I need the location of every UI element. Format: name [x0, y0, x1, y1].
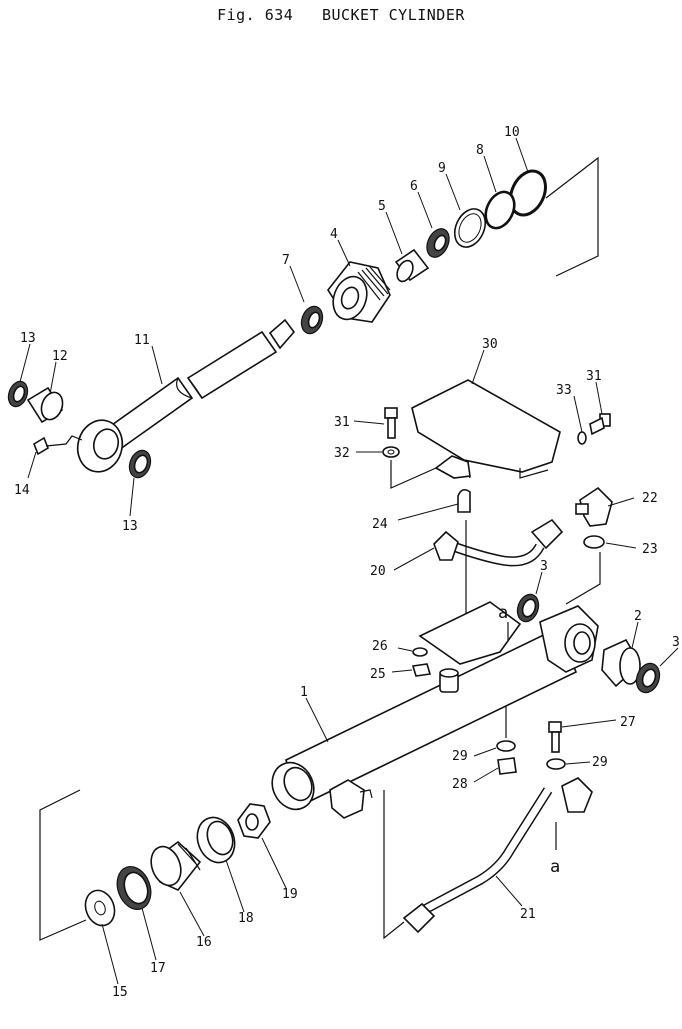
- leader-22-cylinder: [565, 552, 601, 605]
- leader-lines: [19, 137, 679, 985]
- fig-label: Fig.: [217, 6, 256, 24]
- callout-19: 19: [282, 887, 298, 902]
- callout-30: 30: [482, 337, 498, 352]
- part-27-bolt: [548, 721, 562, 753]
- part-10-o-ring: [509, 169, 547, 217]
- part-28-nut: [497, 757, 517, 775]
- callout-22: 22: [642, 491, 658, 506]
- part-22-elbow: [575, 486, 613, 527]
- callout-3-right: 3: [672, 635, 680, 650]
- callout-11: 11: [134, 333, 150, 348]
- callout-32: 32: [334, 446, 350, 461]
- callout-33: 33: [556, 383, 572, 398]
- callout-14: 14: [14, 483, 30, 498]
- callout-31-left: 31: [334, 415, 350, 430]
- part-18-wear-ring: [196, 816, 236, 864]
- part-3-dust-seal-b: [635, 662, 661, 694]
- callout-12: 12: [52, 349, 68, 364]
- bracket-upper-right: [545, 156, 599, 277]
- part-12-bushing: [26, 386, 64, 424]
- bracket-lower-left: [39, 789, 87, 941]
- callout-16: 16: [196, 935, 212, 950]
- leader-bracket: [390, 460, 437, 489]
- callout-31-right: 31: [586, 369, 602, 384]
- part-24-u-bolt: [457, 488, 471, 513]
- callout-28: 28: [452, 777, 468, 792]
- part-23-o-ring: [583, 535, 605, 549]
- part-5-bushing: [394, 248, 430, 283]
- part-32-washer: [382, 446, 400, 458]
- part-9-ring: [453, 208, 487, 248]
- part-21-tube: [402, 777, 593, 934]
- callout-25: 25: [370, 667, 386, 682]
- part-7-dust-seal: [300, 305, 324, 335]
- part-2-bushing: [601, 638, 642, 688]
- part-3-dust-seal-a: [516, 593, 540, 623]
- part-26-washer: [412, 647, 428, 657]
- callout-a-upper: a: [498, 603, 508, 623]
- callout-29-right: 29: [592, 755, 608, 770]
- part-16-piston: [150, 840, 202, 891]
- title-text: BUCKET CYLINDER: [321, 6, 465, 24]
- part-30-cover: [411, 379, 561, 479]
- part-31-bolt-a: [384, 407, 398, 439]
- callout-8: 8: [476, 143, 484, 158]
- page-title: Fig. 634 BUCKET CYLINDER: [0, 6, 682, 24]
- callout-18: 18: [238, 911, 254, 926]
- callout-7: 7: [282, 253, 290, 268]
- callout-20: 20: [370, 564, 386, 579]
- callout-26: 26: [372, 639, 388, 654]
- callout-13-bottom: 13: [122, 519, 138, 534]
- part-14-grease-fitting: [33, 435, 83, 456]
- callout-2: 2: [634, 609, 642, 624]
- callout-29-left: 29: [452, 749, 468, 764]
- part-29-washer-a: [496, 740, 516, 752]
- callout-1: 1: [300, 685, 308, 700]
- callout-3-upper: 3: [540, 559, 548, 574]
- callout-9: 9: [438, 161, 446, 176]
- part-29-washer-b: [546, 758, 566, 770]
- part-17-ring: [116, 866, 152, 910]
- part-6-seal: [426, 228, 450, 258]
- fig-number: 634: [264, 6, 294, 24]
- part-19-nut: [237, 803, 271, 839]
- part-4-cylinder-head: [327, 261, 391, 323]
- part-20-tube: [433, 518, 564, 567]
- callout-10: 10: [504, 125, 520, 140]
- callout-4: 4: [330, 227, 338, 242]
- part-25-nut: [411, 663, 432, 677]
- part-15-ring: [84, 889, 116, 927]
- callout-13-top: 13: [20, 331, 36, 346]
- callout-5: 5: [378, 199, 386, 214]
- callout-21: 21: [520, 907, 536, 922]
- part-8-backup-ring: [484, 190, 516, 230]
- callout-23: 23: [642, 542, 658, 557]
- part-1-cylinder-tube: [271, 601, 599, 819]
- callout-27: 27: [620, 715, 636, 730]
- callout-17: 17: [150, 961, 166, 976]
- callout-15: 15: [112, 985, 128, 1000]
- part-13-dust-seal-b: [128, 449, 152, 479]
- callout-6: 6: [410, 179, 418, 194]
- leader-21-cylinder: [383, 790, 405, 940]
- part-33-washer: [577, 431, 587, 445]
- part-11-piston-rod: [76, 318, 296, 473]
- part-13-dust-seal-a: [7, 380, 29, 408]
- callout-24: 24: [372, 517, 388, 532]
- callout-labels: 10 8 9 6 5 4 7 11 12 13 14 13 30 33 31 3…: [14, 125, 680, 1000]
- part-31-bolt-b: [589, 413, 611, 436]
- callout-a-lower: a: [550, 857, 560, 877]
